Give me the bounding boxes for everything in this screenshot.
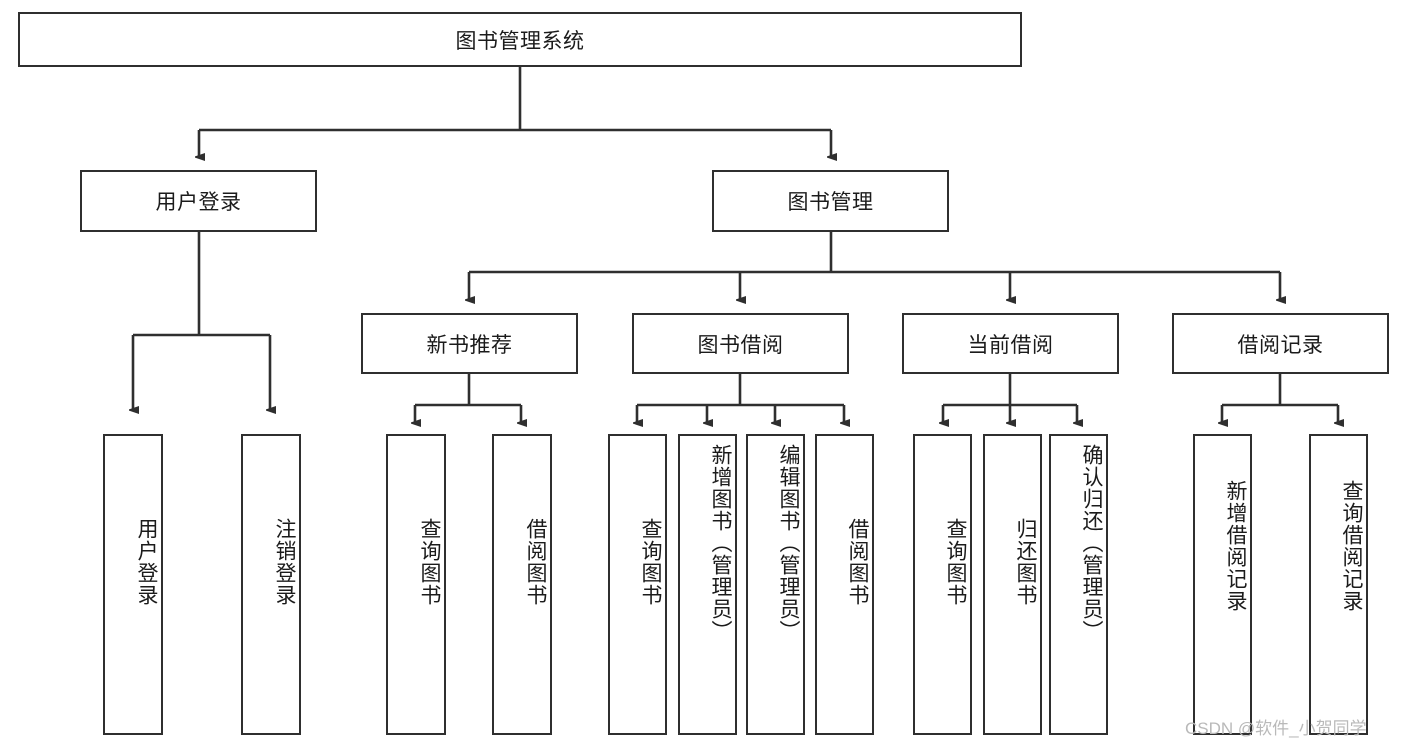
node-label: 查询借阅记录 [1340,480,1363,612]
csdn-watermark: CSDN @软件_小贺同学 [1185,719,1367,738]
leaf-new-book-query[interactable]: 查询图书 [386,434,446,735]
leaf-user-login-login[interactable]: 用户登录 [103,434,163,735]
node-label: 用户登录 [155,191,242,214]
node-root-system[interactable]: 图书管理系统 [18,12,1022,67]
node-book-borrow[interactable]: 图书借阅 [632,313,849,374]
leaf-borrow-record-query[interactable]: 查询借阅记录 [1309,434,1368,735]
node-borrow-record[interactable]: 借阅记录 [1172,313,1389,374]
leaf-user-login-logout[interactable]: 注销登录 [241,434,301,735]
leaf-current-borrow-confirm[interactable]: 确认归还（管理员） [1049,434,1108,735]
node-label: 借阅记录 [1237,333,1324,357]
node-current-borrow[interactable]: 当前借阅 [902,313,1119,374]
leaf-borrow-record-add[interactable]: 新增借阅记录 [1193,434,1252,735]
leaf-current-borrow-query[interactable]: 查询图书 [913,434,972,735]
node-label: 注销登录 [273,518,296,606]
leaf-book-borrow-edit[interactable]: 编辑图书（管理员） [746,434,805,735]
node-label: 查询图书 [639,518,662,606]
node-label: 新书推荐 [426,333,513,357]
node-label: 查询图书 [944,518,967,606]
node-label: 归还图书 [1014,518,1037,606]
node-label: 借阅图书 [524,518,547,606]
leaf-book-borrow-query[interactable]: 查询图书 [608,434,667,735]
leaf-book-borrow-add[interactable]: 新增图书（管理员） [678,434,737,735]
node-label: 当前借阅 [967,333,1054,357]
node-label: 新增借阅记录 [1224,480,1247,612]
node-label: 用户登录 [135,518,158,606]
node-label: 确认归还（管理员） [1080,444,1103,642]
node-label: 图书管理系统 [455,29,585,53]
node-label: 查询图书 [418,518,441,606]
leaf-current-borrow-return[interactable]: 归还图书 [983,434,1042,735]
node-new-book-recommend[interactable]: 新书推荐 [361,313,578,374]
node-user-login[interactable]: 用户登录 [80,170,317,232]
node-label: 图书管理 [787,191,874,214]
node-label: 编辑图书（管理员） [777,444,800,642]
node-book-management[interactable]: 图书管理 [712,170,949,232]
node-label: 借阅图书 [846,518,869,606]
node-label: 图书借阅 [697,333,784,357]
leaf-book-borrow-borrow[interactable]: 借阅图书 [815,434,874,735]
leaf-new-book-borrow[interactable]: 借阅图书 [492,434,552,735]
node-label: 新增图书（管理员） [709,444,732,642]
